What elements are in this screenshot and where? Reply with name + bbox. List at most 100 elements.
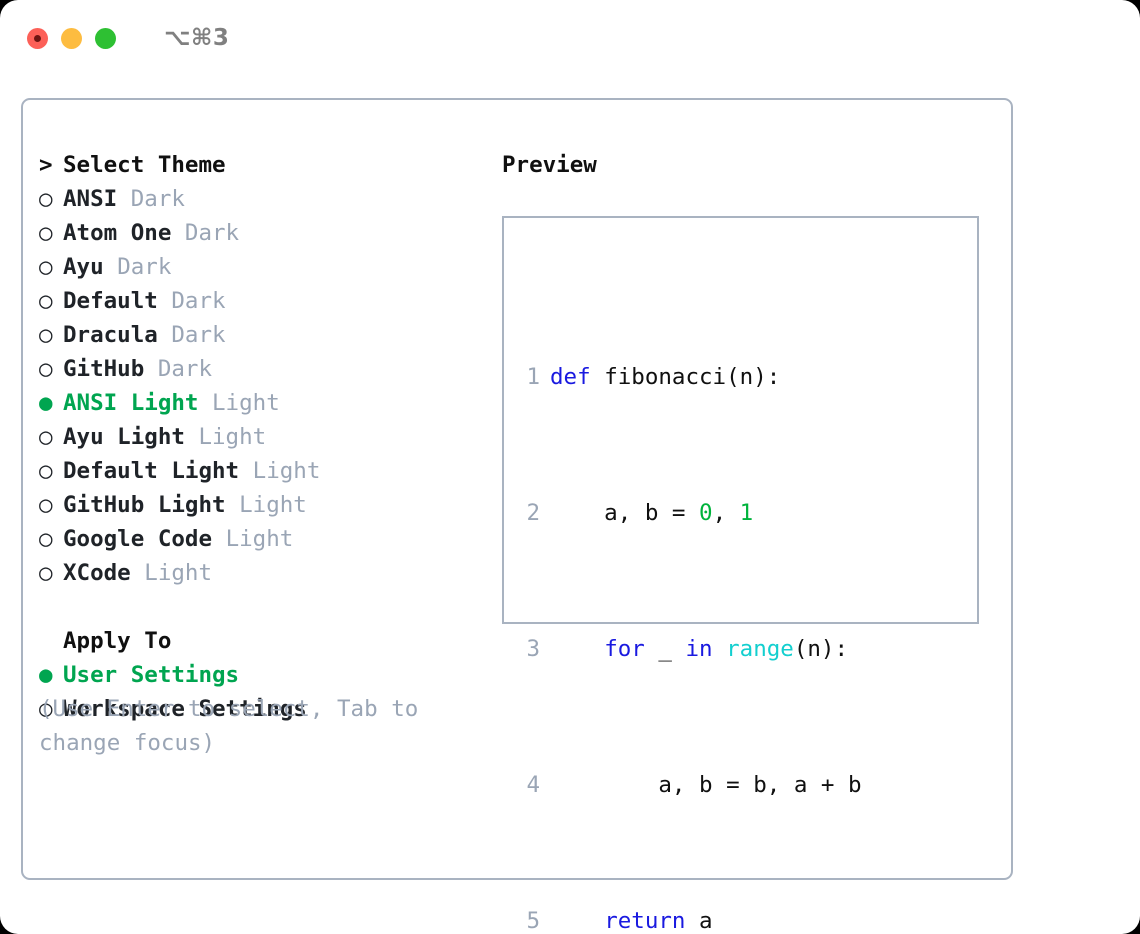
theme-variant-label: Dark [184,220,240,246]
code-token: a [685,908,713,934]
theme-name: ANSI [63,186,118,212]
code-line: 1 def fibonacci(n): [514,360,887,394]
theme-name: Ayu Light [63,424,185,450]
theme-variant-label: Light [212,390,280,416]
theme-name: GitHub [63,356,145,382]
theme-option-github-dark[interactable]: ○ GitHub Dark [39,352,469,386]
maximize-window-icon[interactable] [95,27,116,49]
theme-option-dracula-dark[interactable]: ○ Dracula Dark [39,318,469,352]
theme-option-ansi-dark[interactable]: ○ ANSI Dark [39,182,469,216]
theme-option-ansi-light[interactable]: ● ANSI Light Light [39,386,469,420]
radio-selected-icon: ● [39,390,53,416]
code-token: range [726,636,794,662]
theme-name: ANSI Light [63,390,199,416]
radio-unselected-icon: ○ [39,220,53,246]
radio-unselected-icon: ○ [39,288,53,314]
theme-variant-label: Dark [130,186,185,212]
theme-name: Dracula [63,322,158,348]
select-theme-heading: > Select Theme [39,148,469,182]
theme-option-default-dark[interactable]: ○ Default Dark [39,284,469,318]
code-line: 2 a, b = 0, 1 [514,496,887,530]
code-token [550,908,604,934]
theme-variant-label: Light [239,492,307,518]
code-token: a, b = [550,500,700,526]
radio-unselected-icon: ○ [39,322,53,348]
theme-variant-label: Light [198,424,267,450]
theme-option-github-light[interactable]: ○ GitHub Light Light [39,488,469,522]
theme-variant-label: Light [252,458,321,484]
code-line: 4 a, b = b, a + b [514,768,887,802]
radio-unselected-icon: ○ [39,458,53,484]
theme-option-default-light[interactable]: ○ Default Light Light [39,454,469,488]
theme-name: Ayu [63,254,104,280]
theme-name: Google Code [63,526,213,552]
apply-to-option-label: User Settings [63,662,240,688]
theme-variant [117,186,131,212]
traffic-light-controls [27,27,116,49]
code-token: (n): [793,636,849,662]
line-number: 1 [526,364,540,390]
radio-selected-icon: ● [39,662,53,688]
code-sample: 1 def fibonacci(n): 2 a, b = 0, 1 3 for _… [514,258,887,934]
minimize-window-icon[interactable] [61,27,82,49]
code-token: a, b = b, a + b [550,772,862,798]
apply-to-option-workspace-settings[interactable]: ○ Workspace Settings [39,692,469,726]
radio-unselected-icon: ○ [39,356,53,382]
theme-option-atom-one-dark[interactable]: ○ Atom One Dark [39,216,469,250]
theme-option-google-code-light[interactable]: ○ Google Code Light [39,522,469,556]
radio-unselected-icon: ○ [39,424,53,450]
theme-variant-label: Light [225,526,294,552]
code-token: def [550,364,605,390]
theme-name: Default [63,288,158,314]
apply-to-heading-label: Apply To [63,628,172,654]
code-line: 5 return a [514,904,887,934]
select-theme-heading-label: Select Theme [63,152,226,178]
preview-column: Preview 1 def fibonacci(n): 2 a, b = 0, 1… [502,148,1002,934]
code-token: 1 [739,500,754,526]
theme-option-ayu-dark[interactable]: ○Ayu Dark [39,250,469,284]
radio-unselected-icon: ○ [39,492,53,518]
code-token: in [685,636,713,662]
cursor-arrow-icon: > [39,152,53,178]
theme-variant-label: Dark [171,322,226,348]
preview-box: 1 def fibonacci(n): 2 a, b = 0, 1 3 for _… [502,216,979,934]
code-token: 0 [699,500,713,526]
line-number: 2 [526,500,540,526]
title-bar: ⌥⌘3 [0,0,1140,76]
radio-unselected-icon: ○ [39,186,53,212]
code-token: , [712,500,740,526]
theme-option-xcode-light[interactable]: ○XCode Light [39,556,469,590]
code-token [550,636,604,662]
code-line: 3 for _ in range(n): [514,632,887,666]
theme-name: XCode [63,560,131,586]
apply-to-option-label: Workspace Settings [63,696,307,722]
code-token: for [604,636,645,662]
radio-unselected-icon: ○ [39,560,53,586]
code-token [713,636,727,662]
main-panel: >Select Theme ○ANSI Dark ○Atom One Dark … [21,98,1013,934]
line-number: 4 [526,772,540,798]
apply-to-option-user-settings[interactable]: ● User Settings [39,658,469,692]
preview-heading: Preview [502,152,597,178]
theme-option-ayu-light[interactable]: ○ Ayu Light Light [39,420,469,454]
code-token: _ [644,636,686,662]
radio-unselected-icon: ○ [39,696,53,722]
keyboard-shortcut-label: ⌥⌘3 [164,25,230,51]
code-token: return [604,908,686,934]
keyboard-hint-text: (Use Enter to select, Tab to change focu… [39,696,419,756]
theme-variant-label: Dark [157,356,213,382]
theme-name: Atom One [63,220,172,246]
theme-selection-column: >Select Theme ○ANSI Dark ○Atom One Dark … [39,148,469,726]
theme-name: GitHub Light [63,492,226,518]
close-window-icon[interactable] [27,27,48,49]
radio-unselected-icon: ○ [39,526,53,552]
theme-variant-label: Dark [171,288,226,314]
theme-name: Default Light [63,458,240,484]
code-token: fibonacci(n): [604,364,781,390]
line-number: 3 [526,636,540,662]
theme-variant-label: Dark [117,254,172,280]
line-number: 5 [526,908,540,934]
apply-to-heading: Apply To [39,624,469,658]
list-spacer [39,590,469,624]
